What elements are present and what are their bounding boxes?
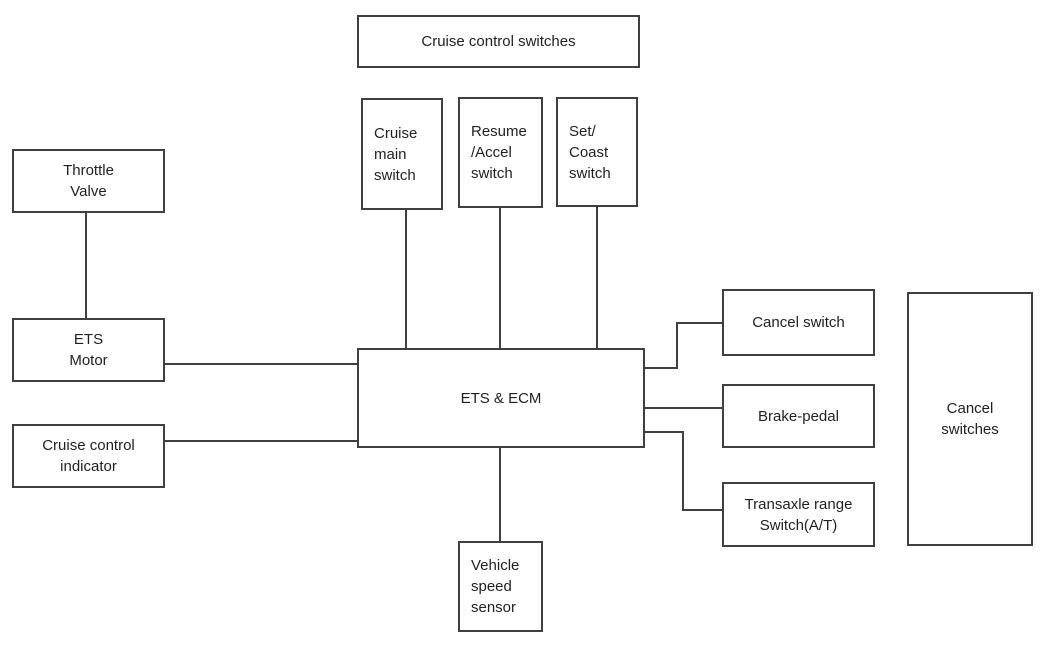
cancel-switch-label: Cancel switch — [752, 314, 845, 331]
cruise-control-indicator-label: Cruise control indicator — [42, 437, 135, 475]
box-transaxle-range-switch: Transaxle range Switch(A/T) — [722, 482, 875, 547]
box-set-coast-switch: Set/ Coast switch — [556, 97, 638, 207]
ets-motor-label: ETS Motor — [69, 331, 108, 369]
ets-ecm-label: ETS & ECM — [460, 389, 542, 407]
box-cruise-main-switch: Cruise main switch — [361, 98, 443, 210]
box-resume-accel-switch: Resume /Accel switch — [458, 97, 543, 208]
box-throttle-valve: Throttle Valve — [12, 149, 165, 213]
box-cruise-control-switches: Cruise control switches — [357, 15, 640, 68]
connector-ets-ecm-to-cancel-switch-seg1 — [645, 367, 678, 369]
throttle-valve-label: Throttle Valve — [63, 162, 114, 200]
resume-accel-switch-label: Resume /Accel switch — [471, 123, 527, 182]
connector-set-coast-switch-to-ets-ecm — [596, 206, 598, 348]
box-ets-ecm: ETS & ECM — [357, 348, 645, 448]
cancel-switches-label: Cancel switches — [941, 400, 999, 438]
connector-ets-motor-to-ets-ecm — [165, 363, 357, 365]
connector-cruise-control-indicator-to-ets-ecm — [165, 440, 357, 442]
box-cancel-switch: Cancel switch — [722, 289, 875, 356]
box-cruise-control-indicator: Cruise control indicator — [12, 424, 165, 488]
cruise-main-switch-label: Cruise main switch — [374, 124, 418, 184]
box-brake-pedal: Brake-pedal — [722, 384, 875, 448]
set-coast-switch-label: Set/ Coast switch — [569, 122, 611, 182]
connector-resume-accel-switch-to-ets-ecm — [499, 206, 501, 348]
connector-ets-ecm-to-transaxle-seg3 — [682, 509, 722, 511]
connector-ets-ecm-to-transaxle-seg1 — [645, 431, 684, 433]
connector-throttle-valve-to-ets-motor — [85, 213, 87, 318]
transaxle-range-switch-label: Transaxle range Switch(A/T) — [744, 495, 853, 534]
brake-pedal-label: Brake-pedal — [758, 407, 839, 425]
cruise-control-switches-label: Cruise control switches — [421, 33, 576, 50]
box-vehicle-speed-sensor: Vehicle speed sensor — [458, 541, 543, 632]
connector-ets-ecm-to-cancel-switch-seg3 — [676, 322, 722, 324]
connector-ets-ecm-to-transaxle-seg2 — [682, 431, 684, 511]
connector-cruise-main-switch-to-ets-ecm — [405, 208, 407, 348]
connector-ets-ecm-to-cancel-switch-seg2 — [676, 322, 678, 369]
vehicle-speed-sensor-label: Vehicle speed sensor — [471, 557, 520, 616]
connector-ets-ecm-to-brake-pedal — [645, 407, 722, 409]
connector-ets-ecm-to-vehicle-speed-sensor — [499, 448, 501, 541]
box-cancel-switches: Cancel switches — [907, 292, 1033, 546]
box-ets-motor: ETS Motor — [12, 318, 165, 382]
